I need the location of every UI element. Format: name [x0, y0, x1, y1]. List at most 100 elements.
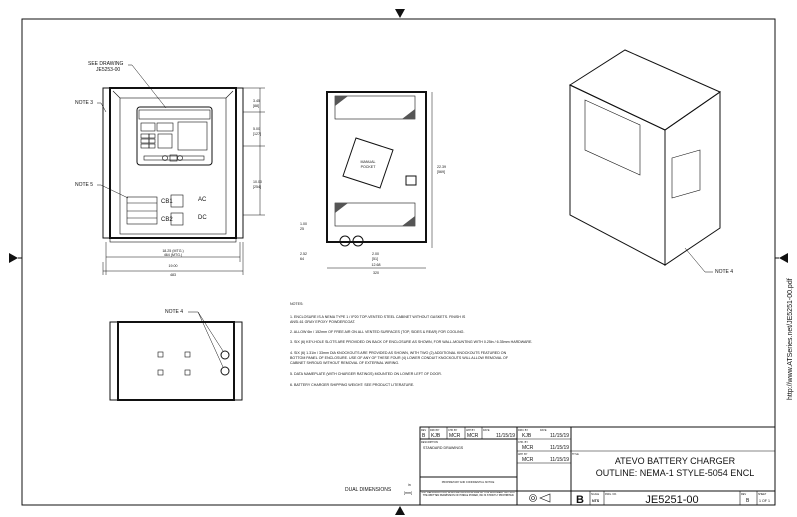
note-5: 5. DATA NAMEPLATE (WITH CHARGER RATINGS)…	[290, 372, 442, 376]
rev-header-2: REV	[741, 493, 746, 496]
manual-pocket	[342, 137, 394, 189]
notes-block: NOTES: 1. ENCLOSURE IS A NEMA TYPE 1 / I…	[290, 302, 532, 387]
drn-value: KJB	[522, 433, 532, 439]
app-date: 11/15/19	[550, 457, 569, 463]
iso-note4-callout: NOTE 4	[715, 269, 733, 275]
drn-date-header: DATE	[540, 429, 547, 432]
description-header: DESCRIPTION	[421, 441, 438, 444]
drawing-number: JE5251-00	[645, 494, 698, 506]
cb2-label: CB2	[161, 217, 173, 223]
note-4: 4. SIX (6) 1.31in / 33mm DIA KNOCKOUTS A…	[290, 351, 507, 355]
dim-ko2-mm: [51]	[372, 257, 378, 261]
breaker-cb2	[170, 212, 184, 226]
app-by-value: MCR	[467, 433, 479, 439]
manual-pocket-label: MANUAL	[361, 160, 376, 164]
drn-by-header: DRN BY	[430, 429, 440, 432]
note-3: 3. SIX (6) KEY-HOLE SLOTS ARE PROVIDED O…	[290, 340, 532, 344]
rev-header: REV	[421, 429, 426, 432]
dim-depth-mm: 320	[373, 271, 379, 275]
proprietary-text: ANY REPRODUCTION, DISPOSAL OR AS A WHOLE…	[421, 492, 516, 497]
dual-dimensions-label: DUAL DIMENSIONS	[345, 487, 392, 493]
dim-a-in: 3.45	[253, 99, 260, 103]
ac-label: AC	[198, 197, 207, 203]
isometric-view: NOTE 4	[568, 49, 733, 275]
rev-date-value: 11/15/19	[496, 433, 515, 439]
center-mark-top-icon	[395, 9, 405, 18]
sheet-value: 1 OF 1	[759, 499, 770, 503]
dim-width-in: 19.00	[169, 264, 178, 268]
center-mark-right-icon	[779, 253, 788, 263]
sheet-size: B	[576, 494, 584, 506]
center-mark-left-icon	[9, 253, 18, 263]
see-drawing-number: JE5253-00	[96, 67, 120, 73]
breaker-cb1	[170, 194, 184, 208]
chk-header: CHK. BY	[518, 441, 528, 444]
dim-width-mtg-in: 18.25 (MTG.)	[162, 249, 183, 253]
bottom-note4-callout: NOTE 4	[165, 309, 183, 315]
controller-panel	[136, 106, 213, 166]
app-by-header: APP BY	[466, 429, 475, 432]
note-6: 6. BATTERY CHARGER SHIPPING WEIGHT: SEE …	[290, 383, 414, 387]
cb1-label: CB1	[161, 199, 173, 205]
app-header: APP. BY	[518, 453, 528, 456]
dual-dimensions-in: in	[408, 483, 411, 487]
drawing-title-2: OUTLINE: NEMA-1 STYLE-5054 ENCL	[596, 468, 755, 478]
third-angle-projection-icon	[529, 493, 551, 503]
nameplate	[126, 196, 158, 225]
dwg-no-header: DWG. NO.	[605, 493, 617, 496]
notes-heading: NOTES:	[290, 302, 303, 306]
dim-height-in: 22.39	[437, 165, 446, 169]
dim-a-mm: [88]	[253, 104, 259, 108]
center-mark-bottom-icon	[395, 506, 405, 515]
scale-value: NTS	[592, 499, 600, 503]
dim-ko1-in: 2.52	[300, 252, 307, 256]
see-drawing-callout: SEE DRAWING	[88, 61, 123, 67]
bottom-view: NOTE 4	[109, 309, 243, 401]
manual-pocket-label-2: POCKET	[361, 165, 377, 169]
drn-date: 11/15/19	[550, 433, 569, 439]
dim-b-mm: [127]	[253, 132, 261, 136]
dim-ko2-in: 2.00	[372, 252, 379, 256]
proprietary-header: PROPRIETARY AND CONFIDENTIAL NOTICE	[442, 481, 495, 484]
rev-value-2: B	[746, 498, 750, 504]
front-view: CB1 CB2 AC DC SEE DRAWING JE5253-00 NOTE…	[75, 61, 265, 277]
dim-base-mm: 25	[300, 227, 304, 231]
scale-header: SCALE	[591, 493, 600, 496]
dim-height-mm: [569]	[437, 170, 445, 174]
side-view: MANUAL POCKET 22.39 [569] 1.00 25 2.52 6…	[300, 91, 446, 275]
note3-callout: NOTE 3	[75, 100, 93, 106]
title-header: TITLE	[572, 453, 579, 456]
title-block: REV DRN BY CHK BY APP BY DATE B KJB MCR …	[419, 426, 776, 506]
rev-value: B	[422, 433, 426, 439]
dim-depth-in: 12.68	[372, 263, 381, 267]
chk-by-value: MCR	[449, 433, 461, 439]
dim-c-mm: [254]	[253, 185, 261, 189]
dual-dimensions-mm: [mm]	[404, 491, 412, 495]
url-text[interactable]: http://www.ATSeries.net/JE5251-00.pdf	[787, 278, 794, 400]
drn-by-value: KJB	[431, 433, 441, 439]
dim-c-in: 10.00	[253, 180, 262, 184]
note5-callout: NOTE 5	[75, 182, 93, 188]
chk-value: MCR	[522, 445, 534, 451]
note-4-cont: BOTTOM PANEL OF ENCLOSURE. USE OF ANY OF…	[290, 356, 509, 360]
dim-width-mtg-mm: 464 (MTG.)	[164, 253, 182, 257]
dim-b-in: 5.00	[253, 127, 260, 131]
date-header: DATE	[483, 429, 490, 432]
note-2: 2. ALLOW 6in / 152mm OF FREE AIR ON ALL …	[290, 330, 464, 334]
dc-label: DC	[198, 215, 207, 221]
note-4-cont-2: CABINET SHROUD WITHOUT REMOVAL OF EXTERN…	[290, 361, 399, 365]
description-value: STANDARD DRAWINGS	[423, 446, 464, 450]
drn-header: DRN. BY	[518, 429, 528, 432]
app-value: MCR	[522, 457, 534, 463]
dim-width-mm: 483	[170, 273, 176, 277]
chk-date: 11/15/19	[550, 445, 569, 451]
dim-ko1-mm: 64	[300, 257, 304, 261]
drawing-title-1: ATEVO BATTERY CHARGER	[615, 456, 736, 466]
dim-base-in: 1.00	[300, 222, 307, 226]
sheet-header: SHEET	[758, 493, 767, 496]
note-1-cont: ANSI-61 GRAY EPOXY POWDERCOAT.	[290, 320, 355, 324]
drawing-border	[21, 18, 776, 506]
note-1: 1. ENCLOSURE IS A NEMA TYPE 1 / IP20 TOP…	[290, 315, 466, 319]
